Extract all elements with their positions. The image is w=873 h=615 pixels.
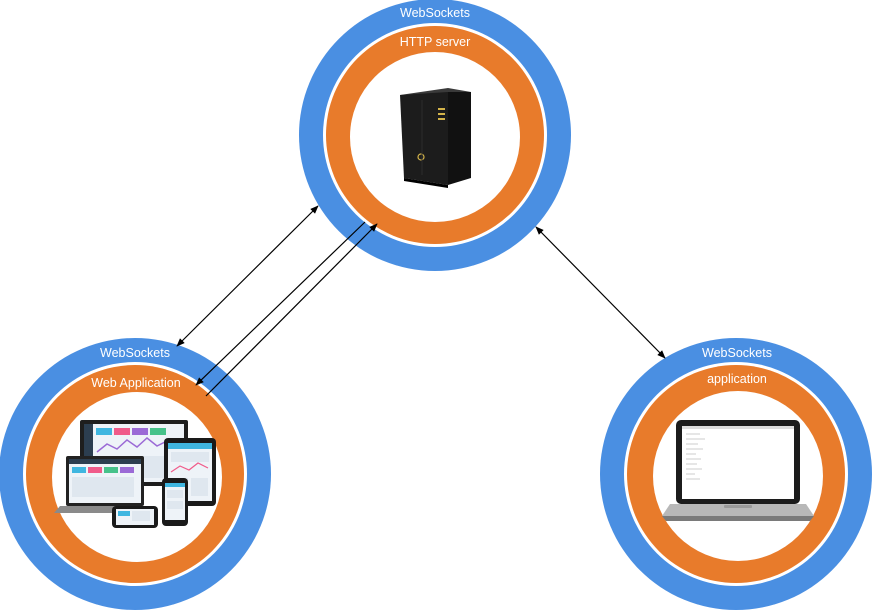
- application-label: application: [707, 372, 767, 386]
- arrow-server-to-webapp: [195, 221, 366, 386]
- laptop-icon: [662, 420, 814, 521]
- server-websockets-label: WebSockets: [400, 6, 470, 20]
- connection-arrows: [176, 205, 666, 397]
- server-node: [299, 0, 571, 271]
- arrow-server-application-bidirectional: [535, 226, 666, 359]
- web-app-label: Web Application: [91, 376, 181, 390]
- application-node: [600, 338, 872, 610]
- arrow-webapp-to-server: [205, 223, 378, 397]
- responsive-devices-icon: [54, 420, 216, 528]
- application-websockets-label: WebSockets: [702, 346, 772, 360]
- server-tower-icon: [400, 88, 471, 188]
- web-app-node: [0, 338, 271, 610]
- arrow-webapp-server-bidirectional: [176, 205, 319, 347]
- web-app-websockets-label: WebSockets: [100, 346, 170, 360]
- server-http-label: HTTP server: [399, 35, 471, 49]
